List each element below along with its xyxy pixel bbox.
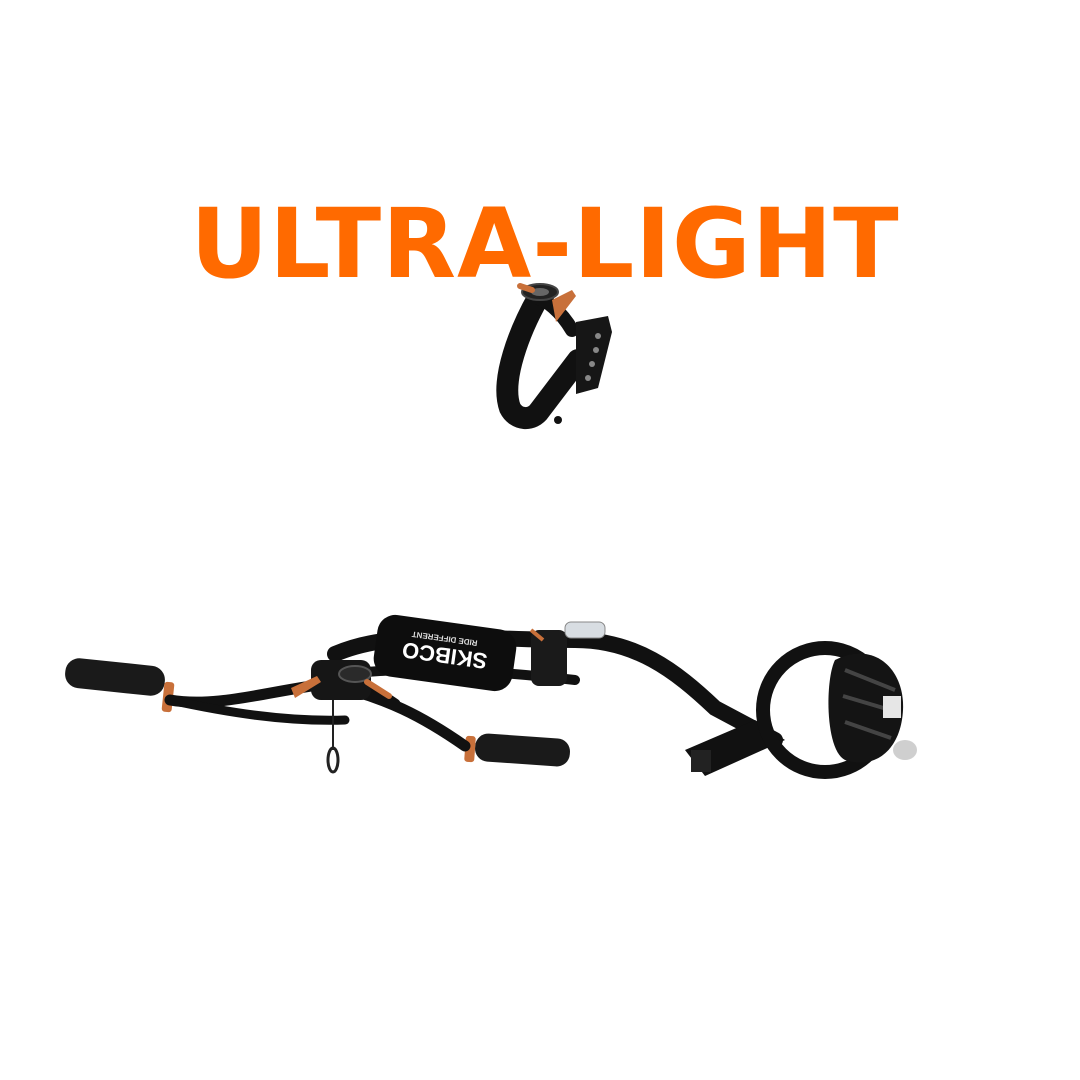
- right-grip: [475, 733, 570, 767]
- folded-frame-image: [496, 283, 612, 429]
- left-grip: [65, 658, 165, 696]
- handlebar-frame-image: SKIBCO RIDE DIFFERENT: [65, 614, 917, 779]
- headline-text: ULTRA-LIGHT: [190, 188, 900, 300]
- brand-pad: SKIBCO RIDE DIFFERENT: [373, 614, 517, 692]
